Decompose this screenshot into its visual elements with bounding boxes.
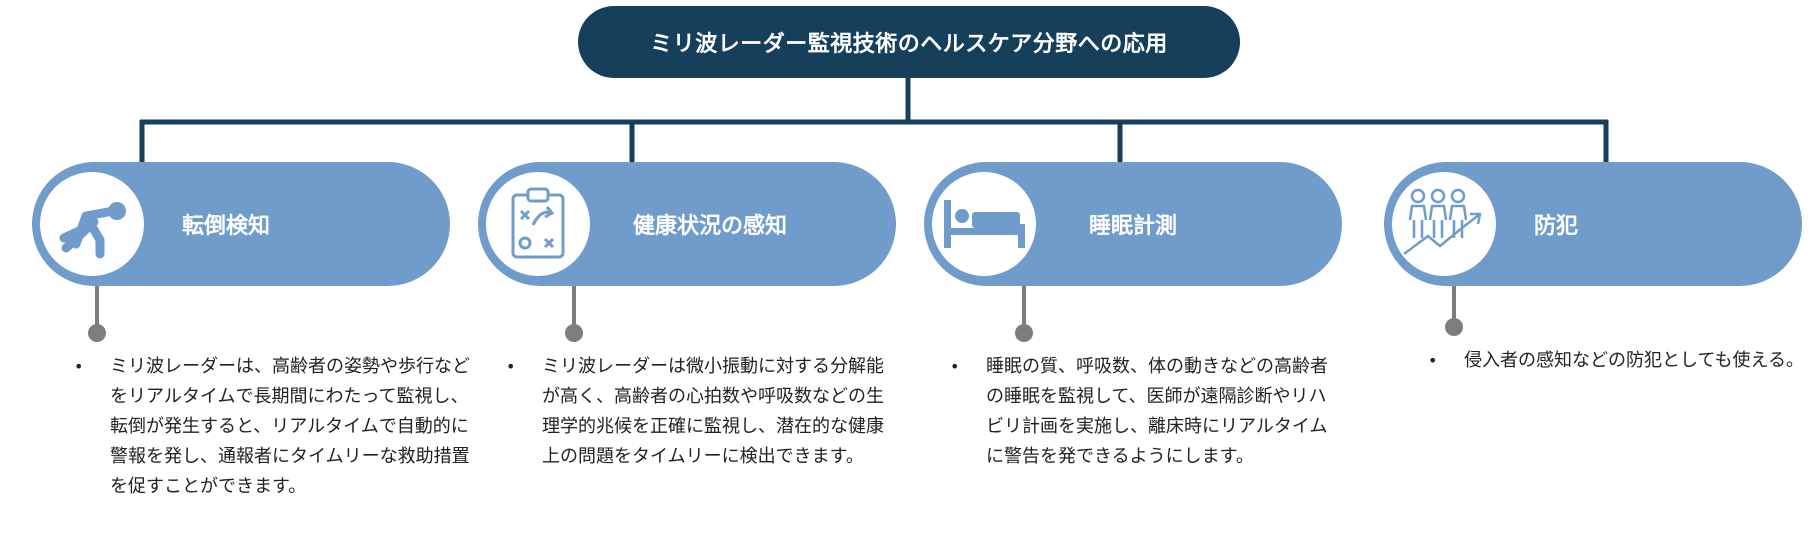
card-title: 防犯 <box>1534 214 1579 239</box>
description-item: 侵入者の感知などの防犯としても使える。 <box>1426 346 1812 376</box>
card-health-sensing: 健康状況の感知 <box>478 162 896 286</box>
description-item: ミリ波レーダーは微小振動に対する分解能が高く、高齢者の心拍数や呼吸数などの生理学… <box>504 352 884 472</box>
card-fall-detection: 転倒検知 <box>32 162 450 286</box>
connector-lines <box>139 78 1609 162</box>
card-title: 転倒検知 <box>182 214 271 239</box>
stem-dot <box>1445 318 1463 336</box>
card-title: 健康状況の感知 <box>633 214 788 239</box>
card-crime-prevention: 防犯 <box>1384 162 1802 286</box>
stem-dot <box>565 324 583 342</box>
description-item: 睡眠の質、呼吸数、体の動きなどの高齢者の睡眠を監視して、医師が遠隔診断やリハビリ… <box>948 352 1328 472</box>
description-list: 睡眠の質、呼吸数、体の動きなどの高齢者の睡眠を監視して、医師が遠隔診断やリハビリ… <box>948 352 1328 472</box>
bed-icon <box>944 200 1025 248</box>
icon-circle <box>1392 172 1496 276</box>
icon-circle <box>932 172 1036 276</box>
diagram-title: ミリ波レーダー監視技術のヘルスケア分野への応用 <box>578 6 1240 78</box>
icon-circle <box>486 172 590 276</box>
stem <box>1452 286 1456 326</box>
people-trend-icon <box>1403 188 1482 255</box>
description-list: 侵入者の感知などの防犯としても使える。 <box>1426 346 1812 376</box>
description-list: ミリ波レーダーは、高齢者の姿勢や歩行などをリアルタイムで長期間にわたって監視し、… <box>72 352 472 502</box>
icon-circle <box>40 172 144 276</box>
card-title: 睡眠計測 <box>1089 214 1178 239</box>
stem <box>95 286 99 326</box>
description-list: ミリ波レーダーは微小振動に対する分解能が高く、高齢者の心拍数や呼吸数などの生理学… <box>504 352 884 472</box>
stem <box>572 286 576 326</box>
stem-dot <box>1015 324 1033 342</box>
card-sleep-measurement: 睡眠計測 <box>924 162 1342 286</box>
fallen-person-icon <box>59 202 126 259</box>
clipboard-icon <box>511 187 565 259</box>
description-item: ミリ波レーダーは、高齢者の姿勢や歩行などをリアルタイムで長期間にわたって監視し、… <box>72 352 472 502</box>
stem <box>1022 286 1026 326</box>
stem-dot <box>88 324 106 342</box>
